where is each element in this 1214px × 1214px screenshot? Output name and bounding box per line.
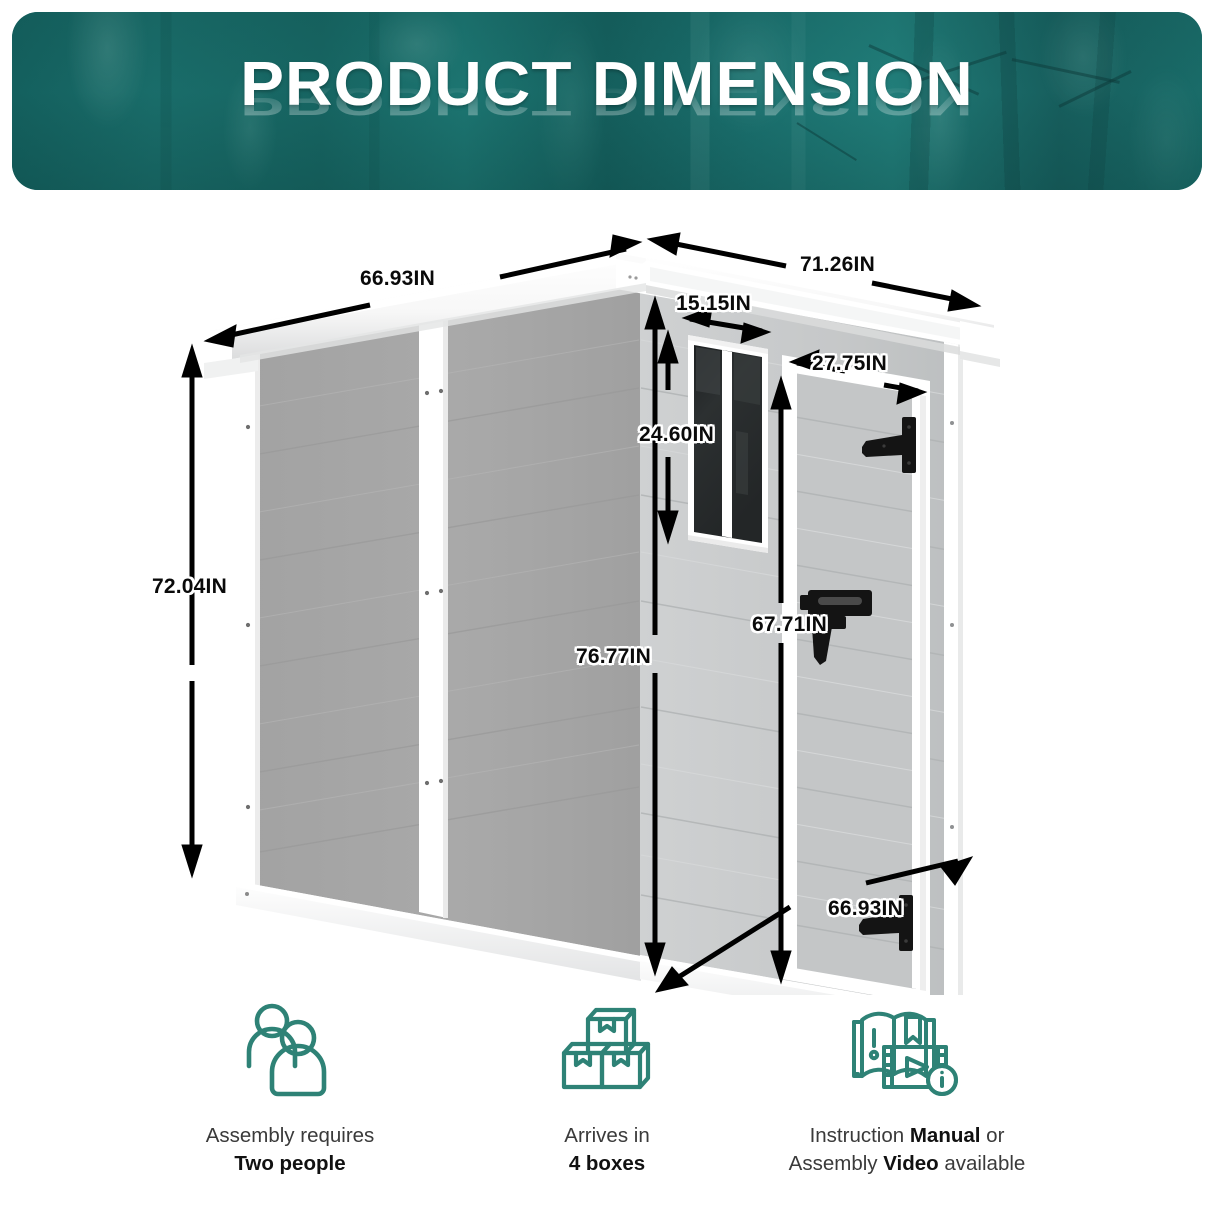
forest-background-image xyxy=(12,12,1202,190)
feature-line-1b: Manual xyxy=(909,1124,981,1147)
door-hinge-top-icon xyxy=(862,417,916,473)
dimension-label-top-left-depth: 66.93IN xyxy=(360,267,435,290)
page-title: PRODUCT DIMENSION xyxy=(240,50,974,119)
manual-video-icon xyxy=(742,1000,1072,1100)
two-people-icon xyxy=(125,1000,455,1100)
feature-manual-video: Instruction Manual or Assembly Video ava… xyxy=(742,1000,1072,1179)
page-title-reflection: PRODUCT DIMENSION xyxy=(240,79,974,123)
feature-line-1c: or xyxy=(980,1124,1005,1147)
product-dimension-illustration: 66.93IN 71.26IN 72.04IN 15.15IN 24.60IN … xyxy=(0,195,1214,995)
dimension-label-window-width: 15.15IN xyxy=(676,292,751,315)
dimension-label-left-height: 72.04IN xyxy=(152,575,227,598)
feature-text: Arrives in 4 boxes xyxy=(442,1122,772,1179)
dimension-label-front-height: 76.77IN xyxy=(576,645,651,668)
product-features: Assembly requires Two people xyxy=(0,1000,1214,1205)
product-dimension-banner: PRODUCT DIMENSION PRODUCT DIMENSION xyxy=(12,12,1202,190)
feature-text: Instruction Manual or Assembly Video ava… xyxy=(742,1122,1072,1179)
feature-text: Assembly requires Two people xyxy=(125,1122,455,1179)
door-latch-handle-icon xyxy=(800,590,872,665)
dimension-label-door-height: 67.71IN xyxy=(752,613,827,636)
feature-line-2c: available xyxy=(938,1152,1026,1176)
feature-assembly-people: Assembly requires Two people xyxy=(125,1000,455,1179)
feature-line-1a: Instruction xyxy=(809,1124,910,1147)
feature-line-1: Arrives in xyxy=(564,1124,650,1147)
dimension-label-door-width: 27.75IN xyxy=(812,352,887,375)
dimension-label-top-right-width: 71.26IN xyxy=(800,253,875,276)
feature-line-1: Assembly requires xyxy=(205,1124,375,1147)
shed-drawing xyxy=(181,232,1001,995)
feature-line-2b: Video xyxy=(883,1152,939,1176)
door-hinge-bottom-icon xyxy=(859,895,913,951)
shed-window xyxy=(688,335,768,553)
dimension-arrows xyxy=(181,232,982,993)
shed-left-wall xyxy=(236,283,641,981)
boxes-icon xyxy=(442,1000,772,1100)
feature-line-2: Two people xyxy=(234,1152,346,1176)
feature-arrives-in-boxes: Arrives in 4 boxes xyxy=(442,1000,772,1179)
dimension-label-window-height: 24.60IN xyxy=(639,423,714,446)
dimension-label-bottom-right-depth: 66.93IN xyxy=(828,897,903,920)
shed-roof xyxy=(204,251,1001,379)
feature-line-2: 4 boxes xyxy=(568,1152,646,1176)
shed-door xyxy=(782,355,930,995)
feature-line-2a: Assembly xyxy=(788,1152,884,1176)
